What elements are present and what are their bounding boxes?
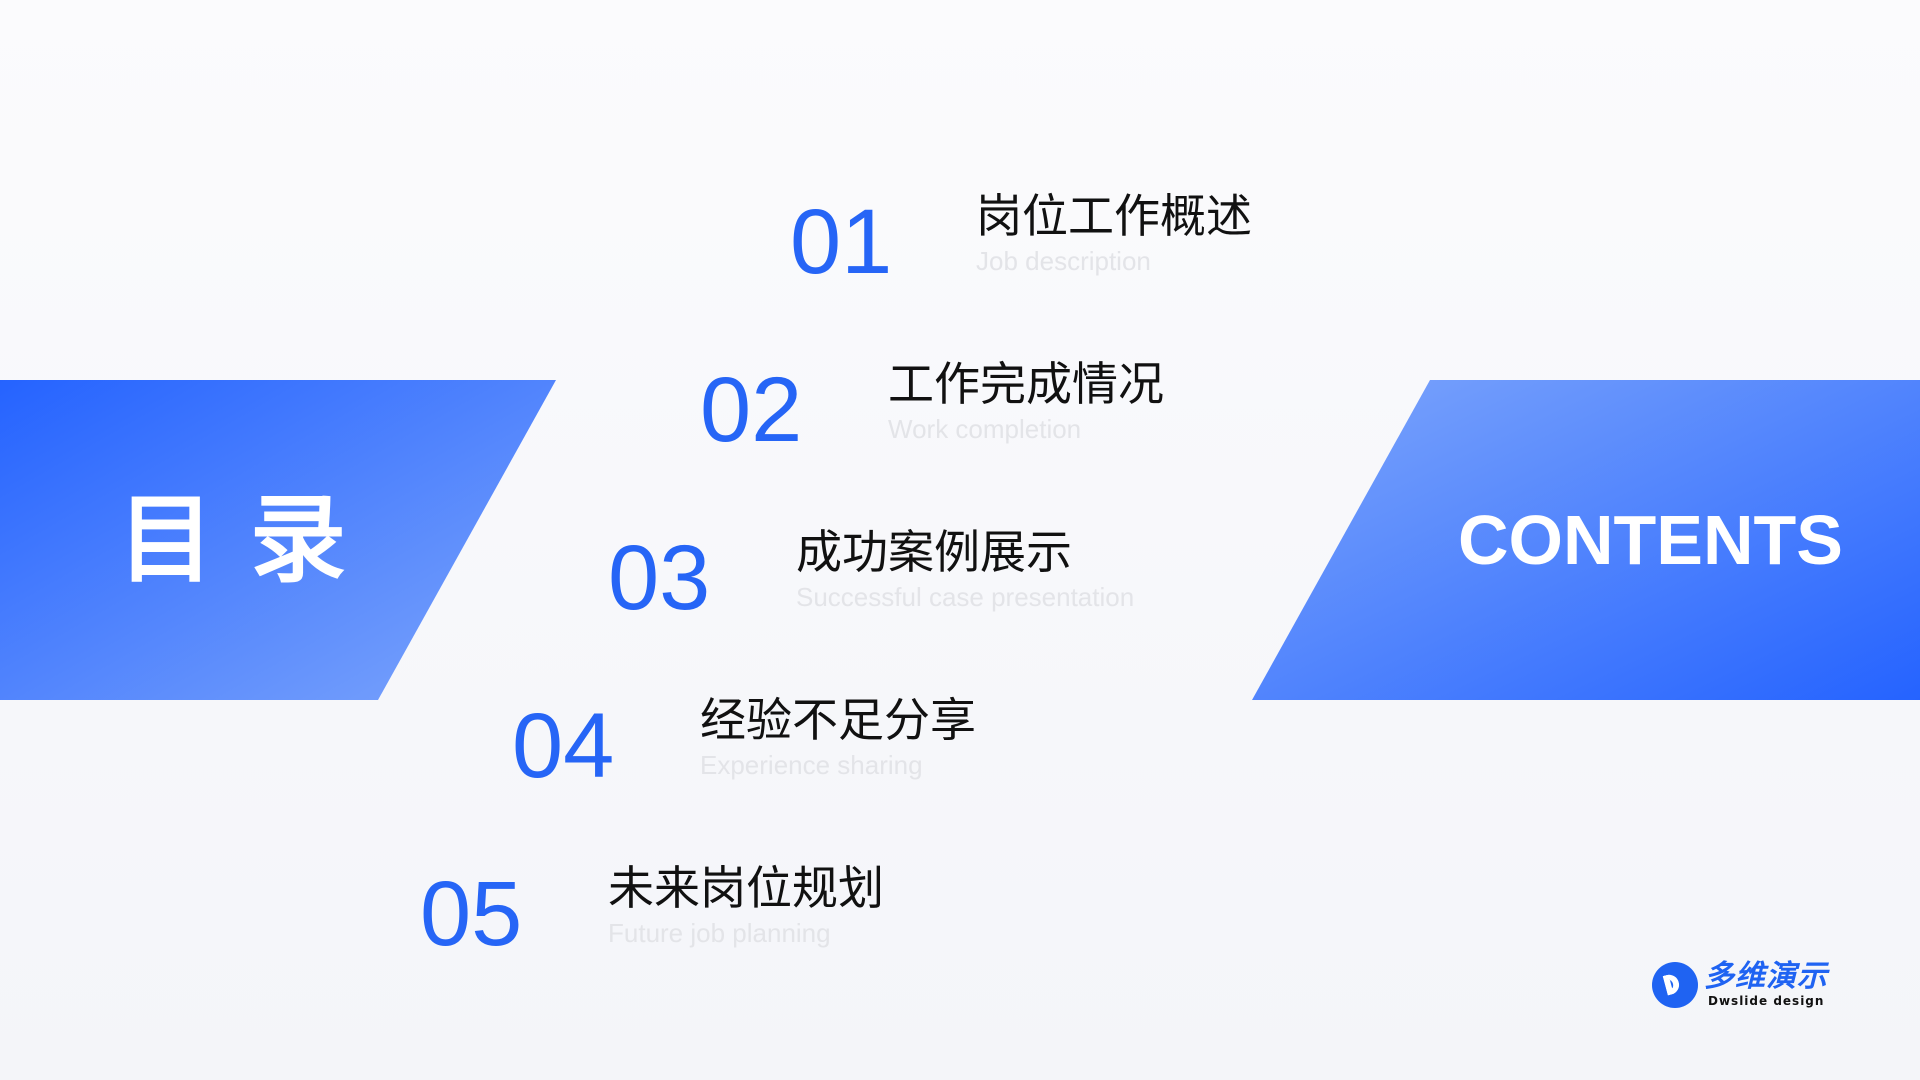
- left-banner: 目录: [0, 380, 556, 700]
- d-logo-icon: [1652, 962, 1698, 1008]
- item-number: 02: [700, 359, 803, 461]
- item-number: 01: [790, 191, 893, 293]
- item-number: 03: [608, 527, 711, 629]
- left-banner-shape: [0, 380, 556, 700]
- title-english: CONTENTS: [1458, 501, 1843, 579]
- item-title: 工作完成情况: [888, 357, 1164, 411]
- item-subtitle: Job description: [976, 246, 1151, 276]
- logo-name-english: Dwslide design: [1708, 994, 1825, 1008]
- right-banner: CONTENTS: [1252, 380, 1920, 700]
- item-title: 经验不足分享: [700, 693, 976, 747]
- item-title: 成功案例展示: [796, 525, 1072, 579]
- item-subtitle: Future job planning: [608, 918, 831, 948]
- item-title: 未来岗位规划: [608, 861, 884, 915]
- brand-logo: 多维演示 Dwslide design: [1652, 960, 1852, 1010]
- item-number: 05: [420, 863, 523, 965]
- logo-name-chinese: 多维演示: [1704, 959, 1828, 994]
- title-chinese: 目录: [118, 484, 382, 596]
- right-banner-shape: [1252, 380, 1920, 700]
- item-number: 04: [512, 695, 615, 797]
- item-subtitle: Experience sharing: [700, 750, 923, 780]
- item-title: 岗位工作概述: [976, 189, 1252, 243]
- item-subtitle: Work completion: [888, 414, 1082, 444]
- item-subtitle: Successful case presentation: [796, 582, 1135, 612]
